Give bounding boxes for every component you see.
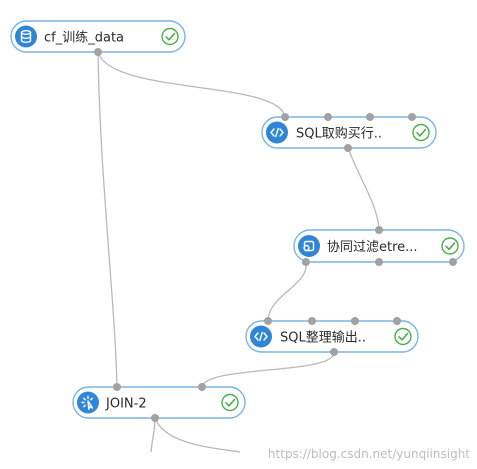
code-icon <box>266 121 288 144</box>
output-port[interactable] <box>344 144 352 152</box>
code-icon <box>250 325 272 348</box>
check-circle-icon <box>394 327 412 346</box>
watermark: https://blog.csdn.net/yunqiinsight <box>268 447 470 461</box>
input-port-1[interactable] <box>264 317 272 325</box>
database-icon <box>15 25 37 48</box>
input-port-4[interactable] <box>393 317 401 325</box>
edge-sql-output-to-join[interactable] <box>201 351 335 388</box>
join-icon <box>77 391 99 414</box>
input-port-1[interactable] <box>281 113 289 121</box>
output-port[interactable] <box>94 48 102 56</box>
edge-data-to-join[interactable] <box>97 51 118 388</box>
node-cf-train-data[interactable]: cf_训练_data <box>10 20 186 56</box>
output-port[interactable] <box>151 414 159 422</box>
check-circle-icon <box>412 123 430 142</box>
input-port-3[interactable] <box>351 317 359 325</box>
edge-sql-purchase-to-cf-filter[interactable] <box>347 147 380 231</box>
input-port-1[interactable] <box>113 383 121 391</box>
node-label: SQL整理输出.. <box>280 330 366 346</box>
node-sql-purchase[interactable]: SQL取购买行.. <box>261 113 437 152</box>
edge-cf-filter-to-sql-output[interactable] <box>267 261 307 322</box>
input-port-2[interactable] <box>308 317 316 325</box>
check-circle-icon <box>161 27 179 46</box>
input-port-2[interactable] <box>324 113 332 121</box>
filter-icon <box>298 235 320 257</box>
edge-join-output-1[interactable] <box>150 417 156 453</box>
input-port-4[interactable] <box>408 113 416 121</box>
output-port[interactable] <box>330 348 338 356</box>
check-circle-icon <box>441 237 459 255</box>
node-label: JOIN-2 <box>105 397 147 412</box>
check-circle-icon <box>221 393 239 412</box>
node-label: cf_训练_data <box>44 31 124 46</box>
output-port-2[interactable] <box>375 258 383 266</box>
input-port[interactable] <box>375 226 383 234</box>
node-label: SQL取购买行.. <box>296 126 382 142</box>
input-port-2[interactable] <box>198 383 206 391</box>
edge-data-to-sql-purchase[interactable] <box>97 51 286 118</box>
input-port-3[interactable] <box>366 113 374 121</box>
edge-join-output-2[interactable] <box>154 417 241 453</box>
node-sql-output[interactable]: SQL整理输出.. <box>245 317 419 356</box>
node-cf-filter[interactable]: 协同过滤etre... <box>293 226 465 266</box>
node-join-2[interactable]: JOIN-2 <box>72 383 246 422</box>
output-port-1[interactable] <box>302 258 310 266</box>
output-port-3[interactable] <box>449 258 457 266</box>
node-label: 协同过滤etre... <box>327 240 418 255</box>
